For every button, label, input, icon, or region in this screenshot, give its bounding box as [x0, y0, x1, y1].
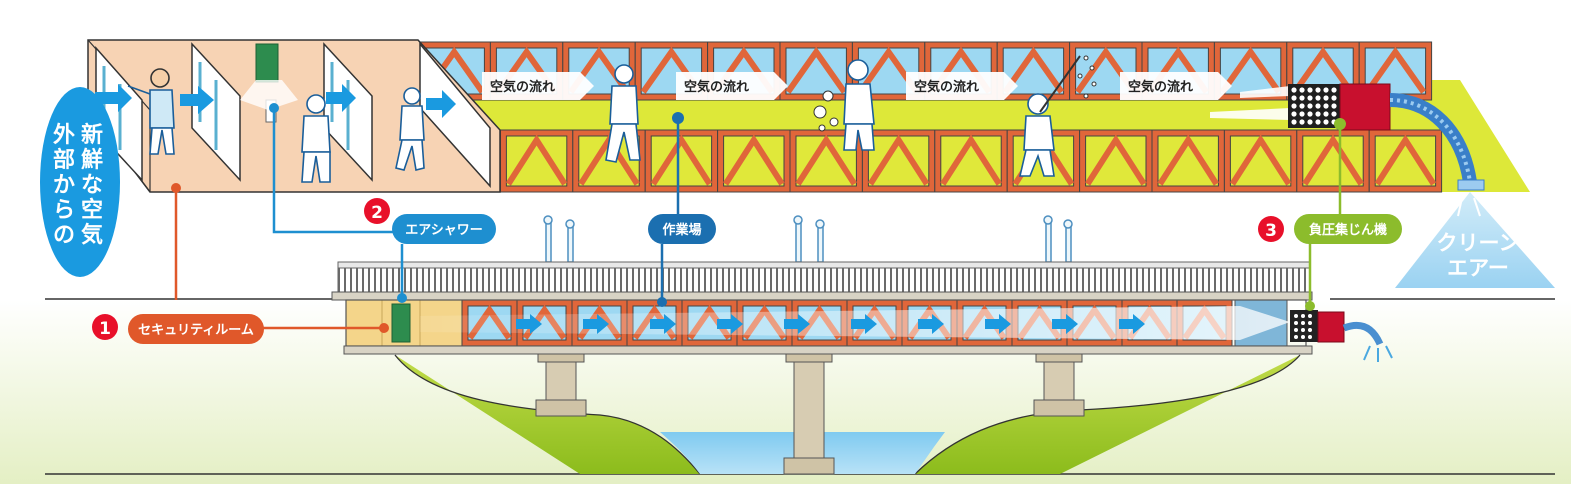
truss-panel: [1151, 129, 1225, 193]
airflow-arrow: [985, 314, 1011, 334]
truss-panel: [1296, 129, 1370, 193]
airflow-arrow: [784, 314, 810, 334]
air-flow-label-text: 空気の流れ: [684, 79, 749, 95]
fresh-air-label-line2: 外部からの: [53, 122, 75, 248]
security-room-label: セキュリティルーム: [138, 323, 254, 338]
airflow-arrow: [851, 314, 877, 334]
security-room-number-badge: [92, 314, 118, 340]
air-flow-label-text: 空気の流れ: [1128, 79, 1193, 95]
security-room-callout: 1 セキュリティルーム: [92, 314, 264, 344]
worker-air-shower: [301, 94, 331, 183]
truss-panel: [934, 129, 1008, 193]
airflow-arrow: [650, 314, 676, 334]
bridge-airflow-arrows: [516, 314, 1145, 334]
bridge-dust-collector: [1290, 310, 1393, 362]
fresh-air-arrows: [95, 84, 456, 118]
truss-panel: [717, 129, 791, 193]
truss-panel: [644, 129, 719, 193]
truss-panel: [779, 41, 853, 101]
truss-panel: [1223, 129, 1298, 193]
dust-collector-label: 負圧集じん機: [1309, 222, 1387, 238]
dust-collector-number: 3: [1265, 221, 1277, 241]
callout-lines: [171, 103, 1346, 333]
worksite-enlarged: 空気の流れ 空気の流れ 空気の流れ 空気の流れ: [87, 39, 1555, 288]
air-flow-label: 空気の流れ: [906, 72, 1018, 100]
fresh-air-label-line1: 新鮮な空気: [81, 122, 103, 248]
air-flow-label: 空気の流れ: [1120, 72, 1232, 100]
airflow-arrow: [583, 314, 609, 334]
worker-area-3: [1018, 55, 1097, 177]
security-room-number: 1: [99, 319, 111, 339]
dust-collector-large: [1210, 83, 1495, 217]
dust-collector-callout: 3 負圧集じん機: [1258, 214, 1402, 244]
clean-air-label-line2: エアー: [1447, 256, 1509, 280]
airflow-arrow: [918, 314, 944, 334]
work-area-label: 作業場: [662, 222, 701, 238]
fresh-air-bubble: 新鮮な空気 外部からの: [40, 87, 120, 277]
work-area-callout: 作業場: [648, 214, 716, 244]
worker-walking: [395, 87, 425, 171]
worker-area-1: [605, 64, 641, 163]
lamp-posts: [543, 215, 1073, 263]
clean-air-label: クリーン エアー: [1437, 231, 1520, 280]
airflow-arrow: [516, 314, 542, 334]
air-flow-label-text: 空気の流れ: [914, 79, 979, 95]
truss-panel: [996, 41, 1071, 101]
airflow-arrow: [1119, 314, 1145, 334]
worker-figures: [127, 55, 1097, 183]
worker-area-2: [813, 59, 875, 151]
air-flow-label: 空気の流れ: [482, 72, 594, 100]
clean-air-label-line1: クリーン: [1437, 231, 1520, 255]
truss-panel: [499, 129, 574, 193]
air-flow-label: 空気の流れ: [676, 72, 788, 100]
dust-collector-number-badge: [1258, 216, 1284, 242]
truss-panel: [1368, 129, 1443, 193]
truss-panel: [1079, 129, 1153, 193]
air-shower-label: エアシャワー: [405, 223, 482, 238]
air-flow-label-text: 空気の流れ: [490, 79, 555, 95]
air-shower-number-badge: [364, 198, 390, 224]
air-shower-number: 2: [371, 203, 383, 223]
truss-lower-row: [427, 129, 1443, 193]
clean-air-cone: [1395, 192, 1555, 288]
airflow-arrow: [1052, 314, 1078, 334]
airflow-arrow: [717, 314, 743, 334]
worker-plain-clothes: [127, 68, 175, 155]
bridge: [331, 215, 1393, 475]
air-shower-callout: 2 エアシャワー: [364, 198, 496, 244]
truss-panel: [861, 129, 936, 193]
air-flow-labels: 空気の流れ 空気の流れ 空気の流れ 空気の流れ: [482, 72, 1232, 100]
